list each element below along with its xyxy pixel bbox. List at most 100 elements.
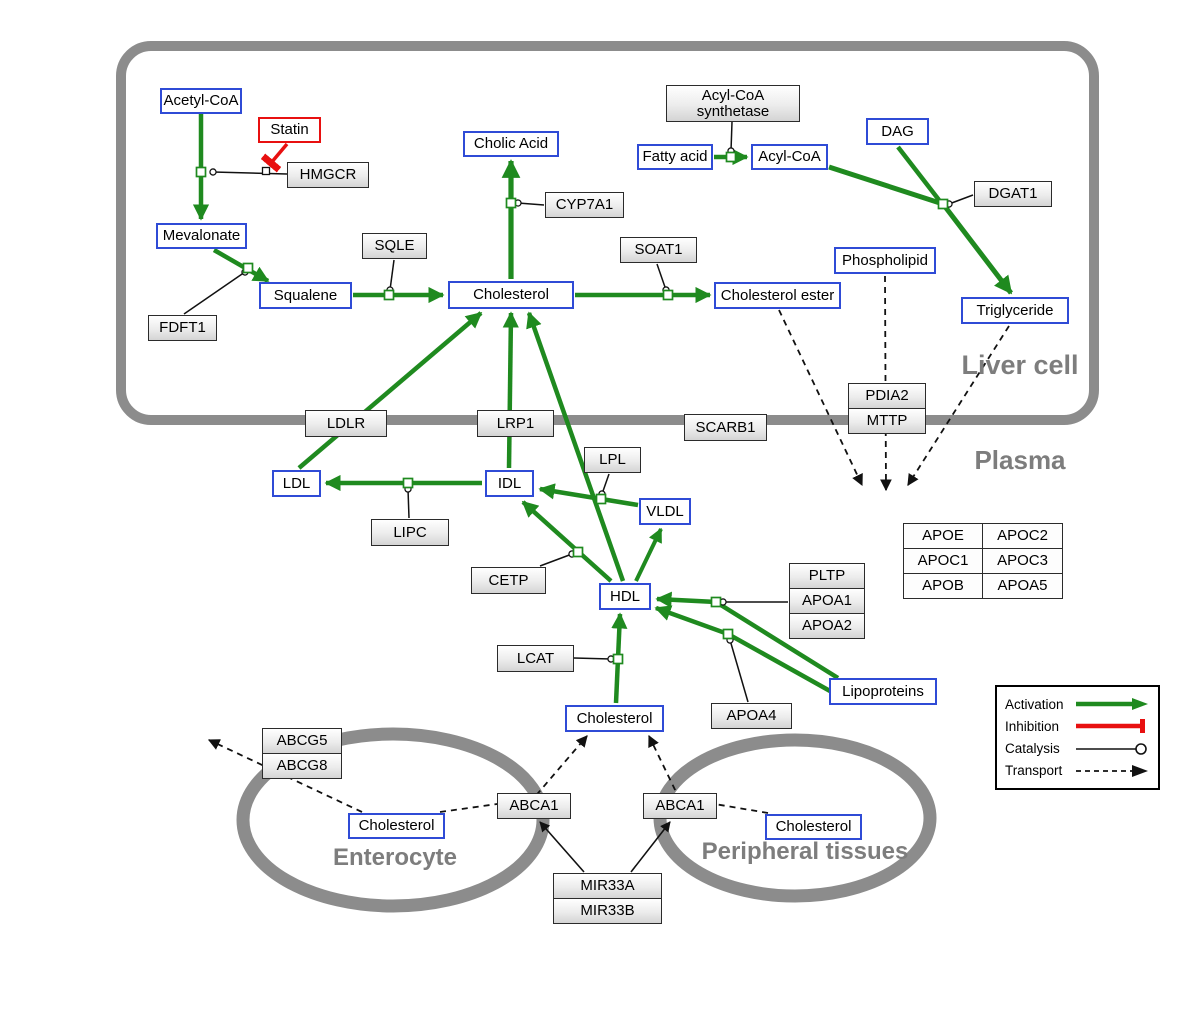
edge-lipc-catalysis — [404, 485, 412, 519]
edge-soat1-catalysis — [656, 263, 670, 294]
edge-dgat1-catalysis — [945, 194, 974, 208]
node-statin-junction — [261, 166, 271, 176]
node-dgat1[interactable]: DGAT1 — [974, 181, 1052, 207]
legend-transport-label: Transport — [1005, 763, 1063, 779]
catalysis-edges — [183, 121, 974, 703]
edge-acylcoasynthetase-catalysis — [727, 121, 735, 155]
edge-ldl-to-livercholesterol — [297, 311, 483, 470]
node-lipoproteins[interactable]: Lipoproteins — [829, 678, 937, 705]
legend-catalysis-label: Catalysis — [1005, 741, 1060, 757]
edge-cyp7a1-catalysis — [514, 199, 545, 207]
node-dag[interactable]: DAG — [866, 118, 929, 145]
node-cyp7a1[interactable]: CYP7A1 — [545, 192, 624, 218]
node-pdia2[interactable]: PDIA2 — [848, 383, 926, 409]
node-statin[interactable]: Statin — [258, 117, 321, 143]
inhibition-tbar-icon — [1076, 719, 1145, 734]
node-cetp[interactable]: CETP — [471, 567, 546, 594]
legend-transport-row: Transport — [1005, 760, 1150, 782]
node-lipc-reaction — [402, 477, 414, 489]
node-soat1[interactable]: SOAT1 — [620, 237, 697, 263]
reaction-nodes — [195, 151, 949, 665]
edge-mir33-to-abca1-enterocyte — [539, 821, 585, 873]
inhibition-edges — [260, 142, 289, 173]
apo-cell-apoc1[interactable]: APOC1 — [903, 548, 983, 574]
node-mttp[interactable]: MTTP — [848, 408, 926, 434]
legend: Activation Inhibition Catalysis Transpor… — [995, 685, 1160, 790]
node-apoa-reaction — [710, 596, 722, 608]
node-idl[interactable]: IDL — [485, 470, 534, 497]
activation-arrow-icon — [1076, 698, 1148, 711]
node-mir33b[interactable]: MIR33B — [553, 898, 662, 924]
node-triglyceride[interactable]: Triglyceride — [961, 297, 1069, 324]
edge-vldl-to-idl — [538, 483, 639, 508]
node-hmgcr-reaction — [195, 166, 207, 178]
peripheral-tissues-label: Peripheral tissues — [701, 838, 909, 865]
enterocyte-membrane — [236, 727, 550, 913]
node-cholesterol-liver[interactable]: Cholesterol — [448, 281, 574, 309]
legend-activation-label: Activation — [1005, 696, 1064, 712]
apo-cell-apoc3[interactable]: APOC3 — [982, 548, 1063, 574]
node-ldl[interactable]: LDL — [272, 470, 321, 497]
apo-cell-apob[interactable]: APOB — [903, 573, 983, 599]
node-apoa2[interactable]: APOA2 — [789, 613, 865, 639]
node-lpl[interactable]: LPL — [584, 447, 641, 473]
node-cholesterol-plasma[interactable]: Cholesterol — [565, 705, 664, 732]
node-lcat[interactable]: LCAT — [497, 645, 574, 672]
node-squalene[interactable]: Squalene — [259, 282, 352, 309]
node-ldlr[interactable]: LDLR — [305, 410, 387, 437]
node-acyl-coa-synthetase[interactable]: Acyl-CoA synthetase — [666, 85, 800, 122]
node-cholesterol-ester[interactable]: Cholesterol ester — [714, 282, 841, 309]
acyl-coa-synthetase-line2: synthetase — [696, 102, 770, 120]
node-dgat1-reaction — [937, 198, 949, 210]
node-lipc[interactable]: LIPC — [371, 519, 449, 546]
node-phospholipid[interactable]: Phospholipid — [834, 247, 936, 274]
node-apoa4-reaction — [722, 628, 734, 640]
node-sqle-reaction — [383, 289, 395, 301]
node-sqle[interactable]: SQLE — [362, 233, 427, 259]
enterocyte-label: Enterocyte — [332, 844, 458, 871]
node-hmgcr[interactable]: HMGCR — [287, 162, 369, 188]
edge-hmgcr-catalysis — [209, 168, 288, 176]
edge-idl-to-livercholesterol — [502, 311, 519, 469]
edge-fdft1-catalysis — [183, 268, 249, 315]
node-mevalonate[interactable]: Mevalonate — [156, 223, 247, 249]
node-soat1-reaction — [662, 289, 674, 301]
node-hdl[interactable]: HDL — [599, 583, 651, 610]
apo-cell-apoc2[interactable]: APOC2 — [982, 523, 1063, 549]
node-pltp[interactable]: PLTP — [789, 563, 865, 589]
node-acyl-coa[interactable]: Acyl-CoA — [751, 144, 828, 170]
node-apoa4[interactable]: APOA4 — [711, 703, 792, 729]
node-apoa1[interactable]: APOA1 — [789, 588, 865, 614]
node-cetp-reaction — [572, 546, 584, 558]
edge-hdl-to-vldl — [634, 527, 663, 582]
edge-statin-inhibits-hmgcr — [260, 142, 289, 173]
apo-cell-apoa5[interactable]: APOA5 — [982, 573, 1063, 599]
node-lrp1[interactable]: LRP1 — [477, 410, 554, 437]
apo-cell-apoe[interactable]: APOE — [903, 523, 983, 549]
liver-cell-membrane — [116, 41, 1099, 425]
edge-phospholipid-secretion — [880, 275, 892, 492]
node-abca1-enterocyte[interactable]: ABCA1 — [497, 793, 571, 819]
edge-mir33-to-abca1-peripheral — [630, 821, 671, 873]
node-fatty-acid[interactable]: Fatty acid — [637, 144, 713, 170]
node-abca1-peripheral[interactable]: ABCA1 — [643, 793, 717, 819]
edge-lpl-catalysis — [598, 473, 610, 498]
activation-edges — [192, 114, 1013, 704]
node-fdft1[interactable]: FDFT1 — [148, 315, 217, 341]
edge-lcat-catalysis — [573, 655, 615, 663]
node-acs-reaction — [725, 151, 737, 163]
edge-dag-to-junction — [896, 145, 941, 202]
legend-inhibition-label: Inhibition — [1005, 718, 1060, 734]
node-cholic-acid[interactable]: Cholic Acid — [463, 131, 559, 157]
node-acetyl-coa[interactable]: Acetyl-CoA — [160, 88, 242, 114]
node-abcg8[interactable]: ABCG8 — [262, 753, 342, 779]
node-cholesterol-enterocyte[interactable]: Cholesterol — [348, 813, 445, 839]
node-mir33a[interactable]: MIR33A — [553, 873, 662, 899]
node-abcg5[interactable]: ABCG5 — [262, 728, 342, 754]
node-scarb1[interactable]: SCARB1 — [684, 414, 767, 441]
node-lcat-reaction — [612, 653, 624, 665]
node-vldl[interactable]: VLDL — [639, 498, 691, 525]
node-cholesterol-peripheral[interactable]: Cholesterol — [765, 814, 862, 840]
